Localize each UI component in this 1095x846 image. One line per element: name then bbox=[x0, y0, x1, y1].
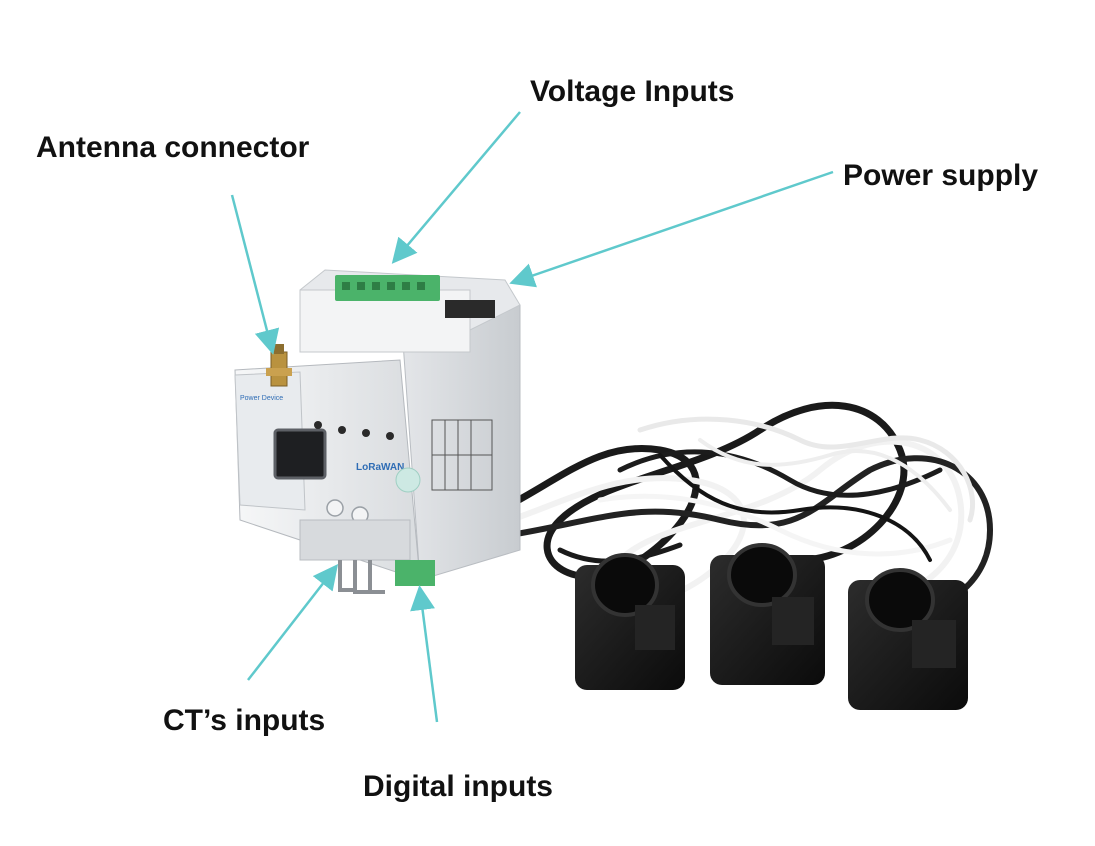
front-panel-text: Power Device bbox=[240, 395, 283, 402]
power-supply-label: Power supply bbox=[843, 159, 1039, 192]
lcd-display bbox=[273, 428, 327, 480]
arrow-antenna-connector bbox=[230, 194, 280, 355]
arrow-ct-inputs bbox=[247, 564, 339, 681]
terminal-block bbox=[335, 275, 440, 301]
ct-inputs-label: CT’s inputs bbox=[163, 704, 326, 737]
ct-input-wires bbox=[338, 560, 385, 594]
ct-clamp bbox=[710, 543, 825, 685]
callout-arrows bbox=[230, 111, 834, 723]
antenna-connector-label: Antenna connector bbox=[36, 131, 310, 164]
voltage-inputs-label: Voltage Inputs bbox=[530, 75, 735, 108]
wire-bundle bbox=[496, 401, 994, 618]
arrow-voltage-inputs bbox=[391, 111, 521, 264]
energy-meter-device: Power Device LoRaWAN bbox=[234, 269, 521, 594]
digital-input-terminal bbox=[395, 560, 435, 586]
arrow-digital-inputs bbox=[410, 585, 439, 723]
ct-clamp bbox=[575, 553, 685, 690]
arrow-power-supply bbox=[509, 170, 834, 288]
digital-inputs-label: Digital inputs bbox=[363, 770, 553, 803]
lorawan-logo: LoRaWAN bbox=[356, 462, 404, 473]
device-button bbox=[326, 499, 344, 517]
ct-clamp bbox=[848, 568, 968, 710]
